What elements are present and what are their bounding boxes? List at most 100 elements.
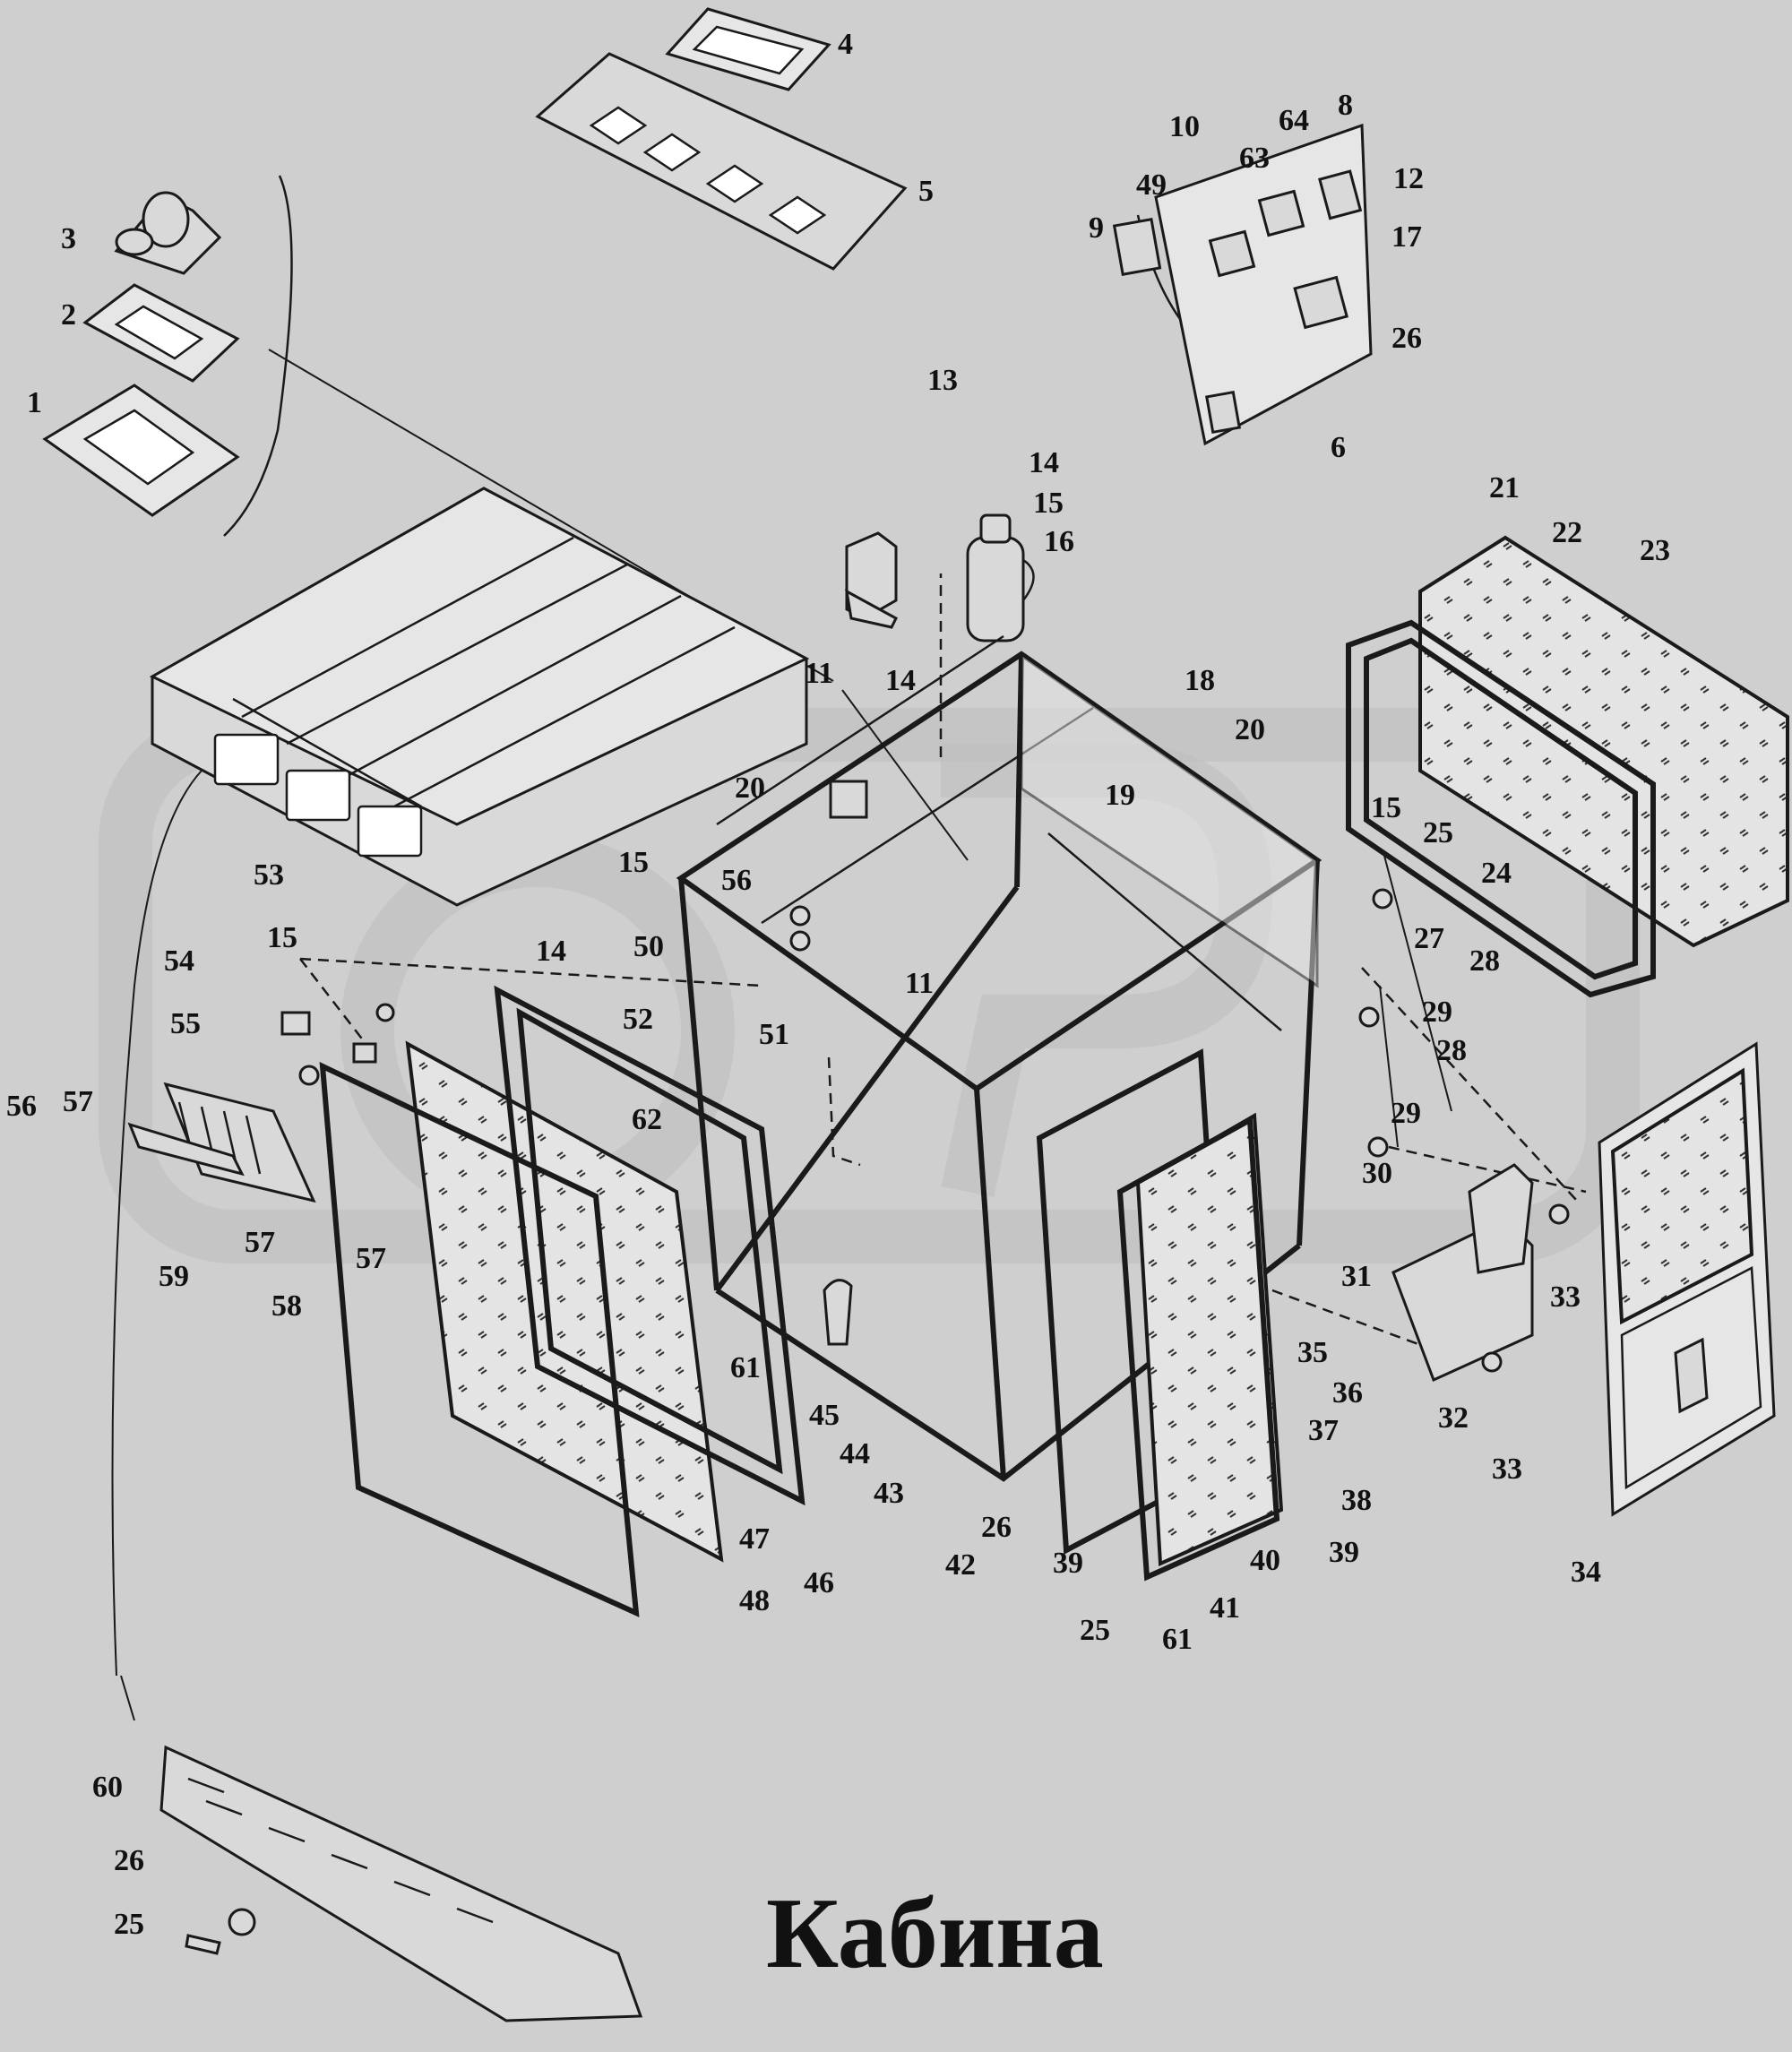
callout-43: 43 — [874, 1477, 904, 1510]
fan-motor-3 — [114, 191, 222, 275]
rear-glass-21 — [1418, 535, 1789, 948]
lower-grille-57 — [127, 1082, 316, 1203]
callout-36: 36 — [1332, 1376, 1363, 1410]
door-frame-46 — [494, 985, 806, 1506]
callout-28b: 28 — [1436, 1034, 1467, 1067]
callout-34: 34 — [1571, 1556, 1601, 1589]
callout-48: 48 — [739, 1584, 770, 1617]
seal-48 — [319, 1062, 640, 1617]
callout-17: 17 — [1391, 220, 1422, 254]
callout-52: 52 — [623, 1003, 653, 1036]
callout-25c: 25 — [114, 1908, 144, 1941]
callout-60: 60 — [92, 1771, 123, 1804]
callout-33: 33 — [1550, 1280, 1581, 1314]
callout-46: 46 — [804, 1566, 834, 1599]
callout-47: 47 — [739, 1522, 770, 1556]
callout-56b: 56 — [6, 1090, 37, 1123]
callout-10: 10 — [1169, 110, 1200, 143]
callout-62: 62 — [632, 1103, 662, 1136]
callout-55: 55 — [170, 1007, 201, 1040]
callout-28: 28 — [1469, 944, 1500, 978]
ceiling-panel-5 — [535, 52, 908, 271]
callout-11b: 11 — [905, 967, 934, 1000]
callout-44: 44 — [840, 1437, 870, 1470]
callout-4: 4 — [838, 28, 853, 61]
callout-63: 63 — [1239, 142, 1270, 175]
callout-15: 15 — [1033, 487, 1064, 520]
roof-hatch-frame-2 — [82, 283, 240, 383]
callout-9: 9 — [1089, 211, 1104, 245]
callout-57b: 57 — [245, 1226, 275, 1259]
rear-window-seal-22 — [1346, 619, 1656, 998]
callout-39: 39 — [1053, 1547, 1083, 1580]
mounting-brackets — [789, 780, 1570, 1373]
callout-14: 14 — [1029, 446, 1059, 479]
callout-11: 11 — [805, 657, 833, 690]
callout-15c: 15 — [267, 921, 297, 954]
callout-20: 20 — [1235, 713, 1265, 746]
callout-54: 54 — [164, 944, 194, 978]
rear-door-34 — [1598, 1041, 1776, 1517]
callout-25: 25 — [1423, 816, 1453, 849]
callout-53: 53 — [254, 858, 284, 892]
callout-38: 38 — [1341, 1484, 1372, 1517]
callout-13: 13 — [927, 364, 958, 397]
flask-16 — [966, 513, 1035, 642]
pedal-45 — [823, 1279, 853, 1346]
callout-33b: 33 — [1492, 1453, 1522, 1486]
hinge-55 — [280, 1003, 395, 1086]
callout-6: 6 — [1331, 431, 1346, 464]
bolt-25-nut-26 — [185, 1908, 256, 1955]
callout-16: 16 — [1044, 525, 1074, 558]
callout-22: 22 — [1552, 516, 1582, 549]
callout-64: 64 — [1279, 104, 1309, 137]
callout-15b: 15 — [618, 846, 649, 879]
callout-59: 59 — [159, 1260, 189, 1293]
callout-15d: 15 — [1371, 791, 1401, 824]
callout-61: 61 — [730, 1351, 761, 1384]
callout-19: 19 — [1105, 779, 1135, 812]
callout-26b: 26 — [981, 1511, 1012, 1544]
callout-26c: 26 — [114, 1844, 144, 1877]
callout-21: 21 — [1489, 471, 1520, 504]
callout-3: 3 — [61, 222, 76, 255]
callout-37: 37 — [1308, 1414, 1339, 1447]
roof-hatch-seal-1 — [42, 384, 240, 517]
callout-50: 50 — [633, 930, 664, 963]
callout-14c: 14 — [536, 935, 566, 968]
callout-23: 23 — [1640, 534, 1670, 567]
callout-29: 29 — [1422, 996, 1452, 1029]
callout-24: 24 — [1481, 857, 1512, 890]
hatch-4 — [665, 7, 831, 91]
callout-5: 5 — [918, 175, 934, 208]
callout-8: 8 — [1338, 89, 1353, 122]
callout-61b: 61 — [1162, 1623, 1193, 1656]
callout-12: 12 — [1393, 162, 1424, 195]
callout-31: 31 — [1341, 1260, 1372, 1293]
callout-42: 42 — [945, 1548, 976, 1582]
callout-35: 35 — [1297, 1336, 1328, 1369]
callout-51: 51 — [759, 1018, 789, 1051]
callout-32: 32 — [1438, 1401, 1469, 1435]
front-panel-60 — [159, 1745, 643, 2022]
roof-53 — [149, 487, 810, 907]
callout-25b: 25 — [1080, 1614, 1110, 1647]
callout-29b: 29 — [1391, 1097, 1421, 1130]
callout-18: 18 — [1185, 664, 1215, 697]
callout-30: 30 — [1362, 1157, 1392, 1190]
callout-49: 49 — [1136, 168, 1167, 202]
callout-14b: 14 — [885, 664, 916, 697]
callout-26: 26 — [1391, 322, 1422, 355]
door-35 — [1036, 1048, 1284, 1582]
callout-58: 58 — [271, 1289, 302, 1323]
callout-27: 27 — [1414, 922, 1444, 955]
seat-31 — [1391, 1163, 1534, 1383]
callout-56: 56 — [721, 864, 752, 897]
callout-1: 1 — [27, 386, 42, 419]
callout-57: 57 — [63, 1085, 93, 1118]
diagram-title: Кабина — [766, 1878, 1104, 1989]
callout-20b: 20 — [735, 772, 765, 805]
callout-57c: 57 — [356, 1242, 386, 1275]
flask-holder-13 — [845, 531, 898, 629]
